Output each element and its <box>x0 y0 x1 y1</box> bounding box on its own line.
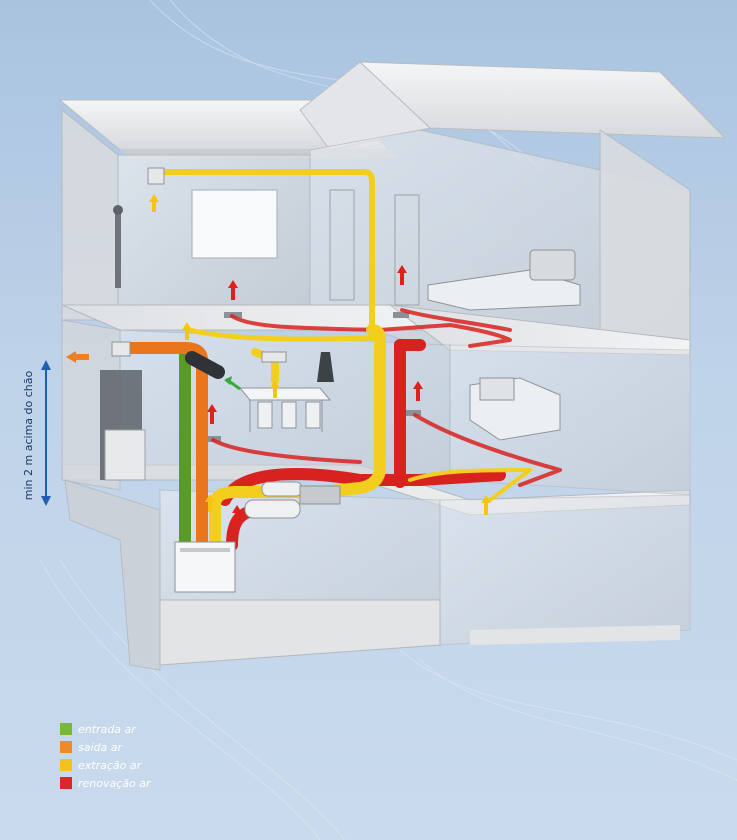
extract-duct-kitchen <box>187 327 375 342</box>
extract-valve <box>261 351 287 363</box>
extract-duct-main <box>314 324 386 498</box>
shower-column <box>115 208 121 288</box>
legend-item-supply: renovação ar <box>60 776 151 790</box>
outdoor-intake-terminal <box>185 351 225 379</box>
chair <box>305 401 321 429</box>
chair <box>257 401 273 429</box>
door-upper-middle <box>329 189 355 301</box>
legend-swatch-exhaust <box>60 741 72 753</box>
supply-duct-upper-right <box>400 308 512 332</box>
airflow-arrows <box>66 194 491 523</box>
ground-floor <box>159 599 441 666</box>
ground-floor-right <box>470 625 680 645</box>
house-structure <box>58 61 727 671</box>
heat-recovery-unit <box>174 541 236 593</box>
height-requirement-label: min 2 m acima do chão <box>18 365 40 505</box>
arrow-up-yellow <box>149 194 491 515</box>
extract-duct-unit <box>209 486 306 551</box>
extract-duct-upper <box>157 169 375 333</box>
exhaust-wall-terminal <box>111 341 131 357</box>
duct-silencers <box>244 481 341 519</box>
ground-right-wall <box>439 494 691 646</box>
extract-valve <box>147 167 165 185</box>
legend-item-extract: extração ar <box>60 758 151 772</box>
legend-label: extração ar <box>78 758 142 772</box>
supply-duct-middle-right <box>413 413 562 487</box>
legend-item-exhaust: saída ar <box>60 740 151 754</box>
upper-floor-slab-left <box>61 304 451 331</box>
legend-swatch-extract <box>60 759 72 771</box>
legend-label: entrada ar <box>78 722 136 736</box>
arrow-intake-green <box>224 376 241 391</box>
floor-vent <box>405 410 421 416</box>
height-requirement-text: min 2 m acima do chão <box>22 370 36 500</box>
right-gable <box>599 129 691 346</box>
dining-table <box>238 387 332 401</box>
window-upper-left <box>191 189 278 259</box>
chair <box>281 401 297 429</box>
arrow-up-red <box>207 265 423 523</box>
pendant-lamp <box>317 352 334 382</box>
legend-swatch-intake <box>60 723 72 735</box>
door-upper-right <box>394 194 420 306</box>
legend: entrada ar saída ar extração ar renovaçã… <box>60 722 151 790</box>
legend-item-intake: entrada ar <box>60 722 151 736</box>
arrow-exhaust-orange <box>66 351 89 363</box>
supply-duct-middle <box>211 438 362 464</box>
ground-left-wall <box>64 479 161 671</box>
extract-duct-right <box>408 468 532 502</box>
legend-label: renovação ar <box>78 776 151 790</box>
floor-vent <box>393 312 409 318</box>
height-dimension-arrow <box>41 360 51 506</box>
legend-swatch-supply <box>60 777 72 789</box>
legend-label: saída ar <box>78 740 123 754</box>
